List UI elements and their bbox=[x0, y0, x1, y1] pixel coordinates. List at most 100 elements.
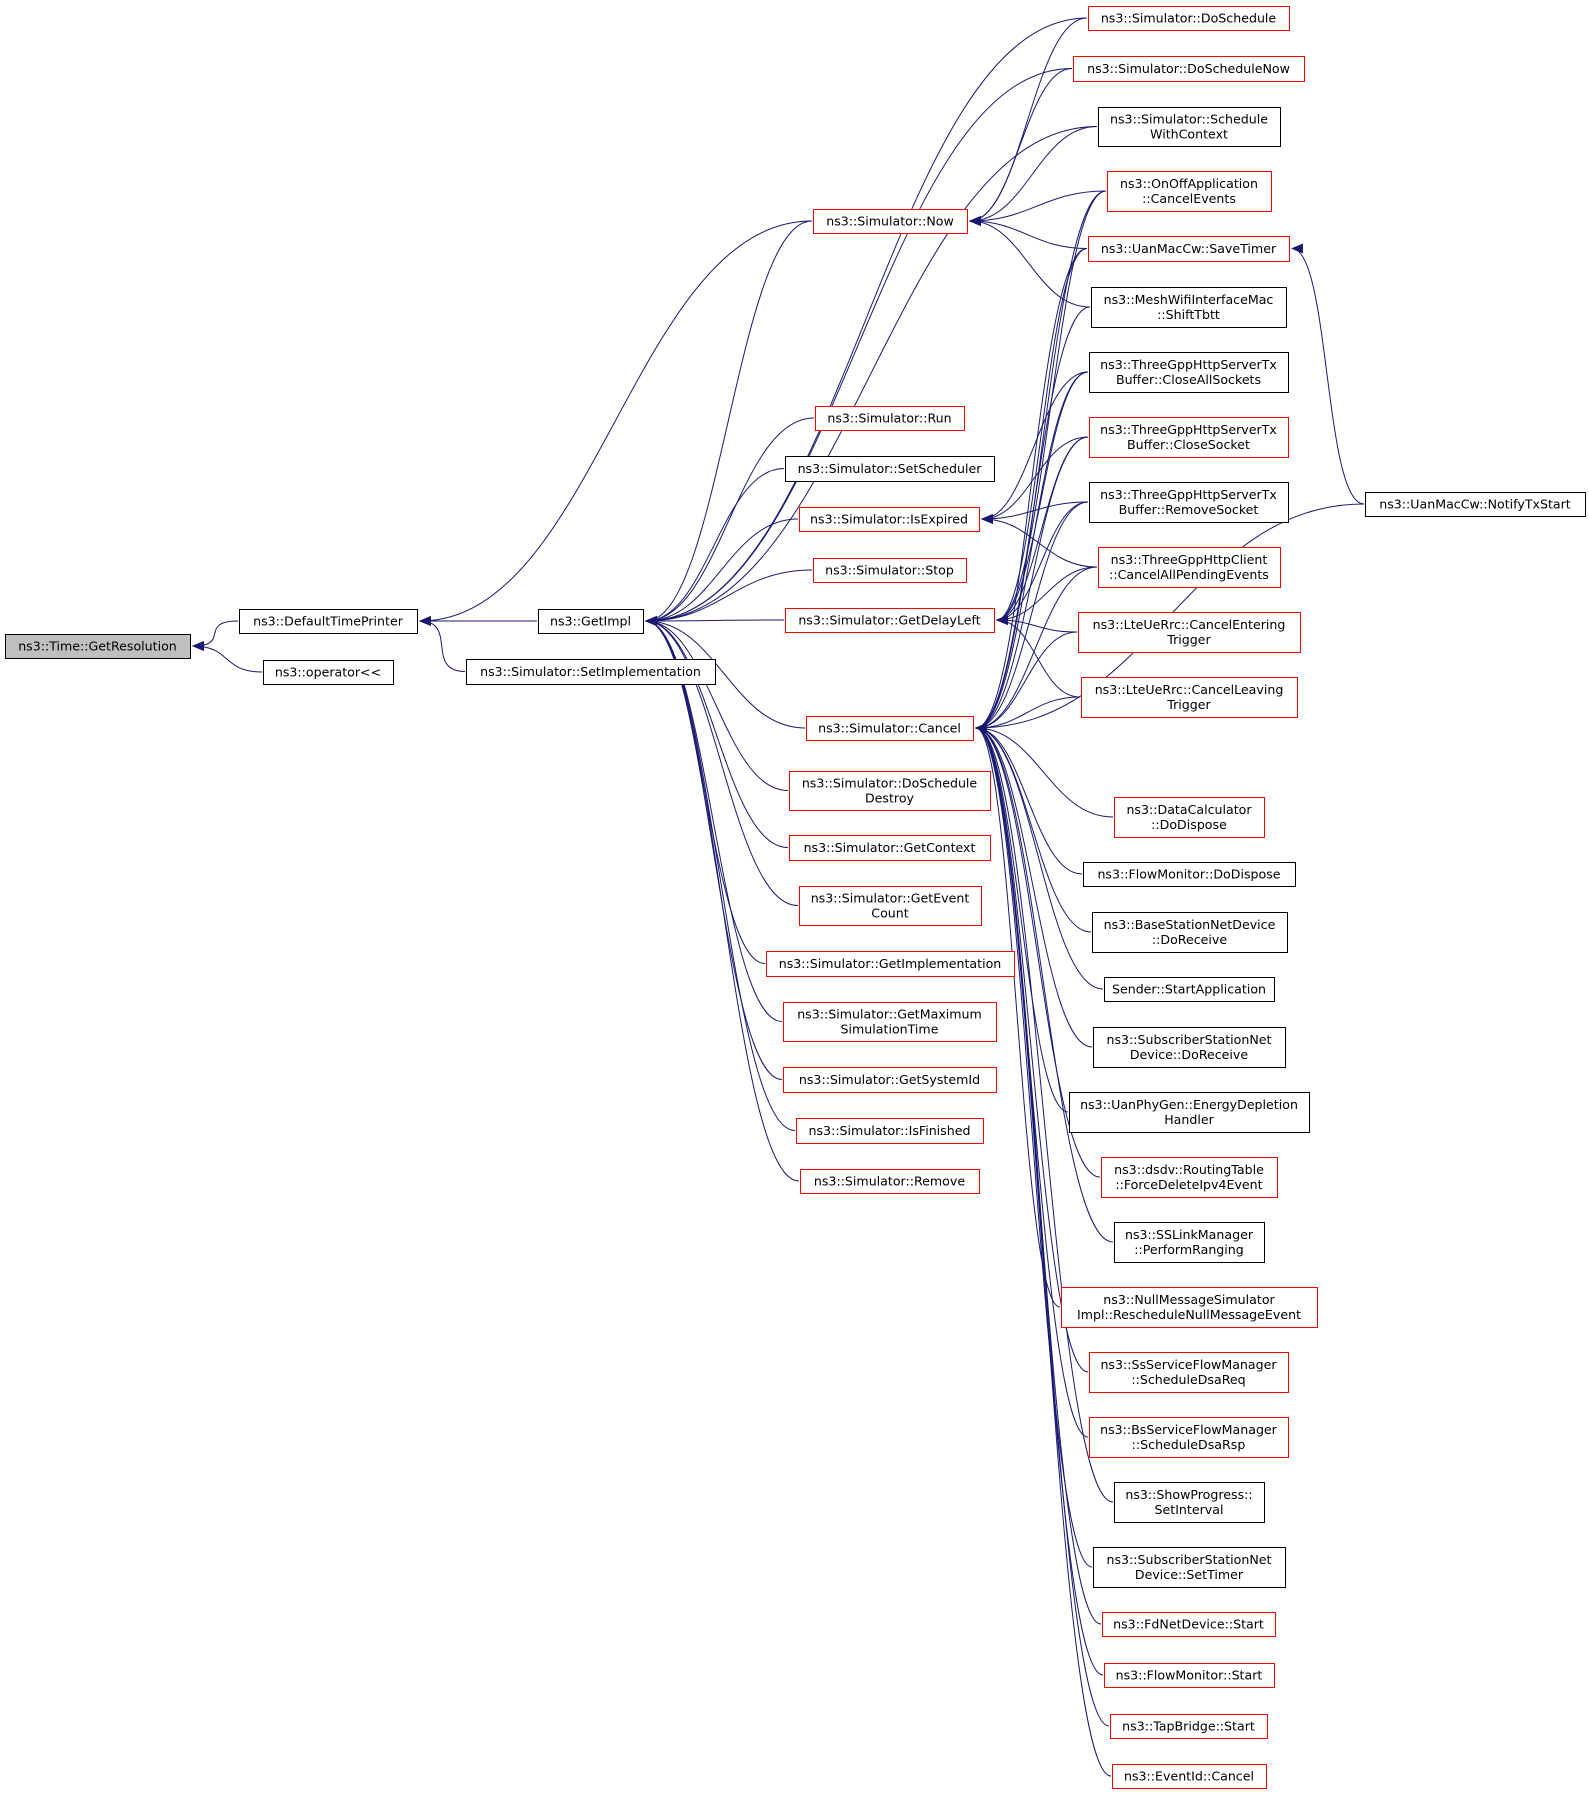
node-label: ns3::Time::GetResolution bbox=[18, 639, 177, 654]
node-tg-close-all[interactable]: ns3::ThreeGppHttpServerTxBuffer::CloseAl… bbox=[1089, 352, 1289, 393]
node-run[interactable]: ns3::Simulator::Run bbox=[815, 406, 965, 431]
edge-run-calls-get-impl bbox=[645, 417, 815, 626]
node-label: ns3::SubscriberStationNet bbox=[1107, 1032, 1272, 1047]
node-label: ns3::Simulator::GetDelayLeft bbox=[798, 613, 980, 628]
node-box bbox=[766, 951, 1015, 977]
edge-uan-notify-tx-calls-uan-save-timer bbox=[1291, 243, 1365, 505]
edge-flow-mon-dispose-calls-cancel bbox=[975, 723, 1083, 875]
node-box bbox=[1089, 352, 1289, 393]
node-mesh-shift-tbtt[interactable]: ns3::MeshWifiInterfaceMac::ShiftTbtt bbox=[1091, 287, 1287, 328]
node-label: Handler bbox=[1164, 1112, 1214, 1127]
node-tg-close-socket[interactable]: ns3::ThreeGppHttpServerTxBuffer::CloseSo… bbox=[1089, 417, 1289, 458]
node-bs-do-receive[interactable]: ns3::BaseStationNetDevice::DoReceive bbox=[1092, 912, 1288, 953]
node-flow-mon-start[interactable]: ns3::FlowMonitor::Start bbox=[1104, 1663, 1275, 1688]
node-label: ns3::Simulator::GetMaximum bbox=[797, 1007, 982, 1022]
node-get-delay-left[interactable]: ns3::Simulator::GetDelayLeft bbox=[785, 608, 995, 633]
node-default-printer[interactable]: ns3::DefaultTimePrinter bbox=[239, 609, 418, 634]
node-label: ns3::Simulator::GetEvent bbox=[811, 891, 970, 906]
node-label: ns3::Simulator::IsFinished bbox=[809, 1123, 971, 1138]
node-label: ns3::SsServiceFlowManager bbox=[1100, 1357, 1277, 1372]
node-set-scheduler[interactable]: ns3::Simulator::SetScheduler bbox=[785, 456, 995, 482]
node-label: Buffer::RemoveSocket bbox=[1119, 502, 1259, 517]
node-uan-notify-tx[interactable]: ns3::UanMacCw::NotifyTxStart bbox=[1365, 492, 1586, 517]
node-box bbox=[1104, 1663, 1275, 1688]
node-label: ns3::OnOffApplication bbox=[1120, 176, 1258, 191]
node-set-impl[interactable]: ns3::Simulator::SetImplementation bbox=[466, 659, 716, 685]
edge-mesh-shift-tbtt-calls-now bbox=[969, 216, 1091, 308]
edge-sender-start-calls-cancel bbox=[975, 723, 1104, 990]
node-get-implementation[interactable]: ns3::Simulator::GetImplementation bbox=[766, 951, 1015, 977]
edge-is-expired-calls-get-impl bbox=[645, 518, 799, 626]
node-label: ns3::ThreeGppHttpClient bbox=[1111, 552, 1268, 567]
node-dsdv-force-del[interactable]: ns3::dsdv::RoutingTable::ForceDeleteIpv4… bbox=[1101, 1157, 1278, 1198]
edge-set-impl-calls-default-printer bbox=[419, 616, 466, 672]
node-cancel[interactable]: ns3::Simulator::Cancel bbox=[806, 716, 974, 741]
node-label: Count bbox=[871, 906, 908, 921]
node-ss-set-timer[interactable]: ns3::SubscriberStationNetDevice::SetTime… bbox=[1093, 1547, 1286, 1588]
node-get-system-id[interactable]: ns3::Simulator::GetSystemId bbox=[783, 1067, 997, 1093]
edge-cancel-calls-get-impl bbox=[645, 616, 806, 729]
node-label: ns3::ThreeGppHttpServerTx bbox=[1100, 487, 1277, 502]
node-ss-link-ranging[interactable]: ns3::SSLinkManager::PerformRanging bbox=[1114, 1222, 1265, 1263]
node-box bbox=[1114, 1482, 1265, 1523]
node-operator-ll[interactable]: ns3::operator<< bbox=[263, 660, 394, 685]
node-label: ns3::MeshWifiInterfaceMac bbox=[1104, 292, 1274, 307]
edge-operator-ll-calls-root bbox=[192, 641, 263, 673]
node-label: ns3::LteUeRrc::CancelEntering bbox=[1093, 617, 1286, 632]
node-on-off-cancel[interactable]: ns3::OnOffApplication::CancelEvents bbox=[1107, 171, 1272, 212]
node-fd-net-start[interactable]: ns3::FdNetDevice::Start bbox=[1102, 1612, 1276, 1637]
edge-do-schedule-now-calls-now bbox=[969, 68, 1073, 226]
node-box bbox=[1061, 1287, 1318, 1328]
node-label: ns3::UanPhyGen::EnergyDepletion bbox=[1080, 1097, 1298, 1112]
node-get-impl[interactable]: ns3::GetImpl bbox=[538, 609, 644, 634]
node-is-expired[interactable]: ns3::Simulator::IsExpired bbox=[799, 507, 980, 532]
node-label: ns3::Simulator::GetContext bbox=[804, 840, 976, 855]
node-uan-save-timer[interactable]: ns3::UanMacCw::SaveTimer bbox=[1088, 236, 1290, 262]
nodes-layer: ns3::Time::GetResolution ns3::DefaultTime… bbox=[5, 6, 1586, 1789]
edge-now-calls-default-printer bbox=[419, 220, 813, 626]
node-tg-client-cancel[interactable]: ns3::ThreeGppHttpClient::CancelAllPendin… bbox=[1098, 547, 1281, 588]
node-label: Buffer::CloseAllSockets bbox=[1116, 372, 1261, 387]
node-box bbox=[806, 716, 974, 741]
node-bs-sched-dsa-rsp[interactable]: ns3::BsServiceFlowManager::ScheduleDsaRs… bbox=[1089, 1417, 1289, 1458]
node-is-finished[interactable]: ns3::Simulator::IsFinished bbox=[796, 1118, 984, 1144]
node-sender-start[interactable]: Sender::StartApplication bbox=[1104, 977, 1275, 1002]
node-box bbox=[1092, 912, 1288, 953]
node-flow-mon-dispose[interactable]: ns3::FlowMonitor::DoDispose bbox=[1083, 862, 1296, 887]
node-ss-sched-dsa-req[interactable]: ns3::SsServiceFlowManager::ScheduleDsaRe… bbox=[1089, 1352, 1289, 1393]
edge-event-id-cancel-calls-cancel bbox=[975, 723, 1112, 1777]
node-tap-bridge-start[interactable]: ns3::TapBridge::Start bbox=[1110, 1714, 1268, 1739]
node-data-calc-dispose[interactable]: ns3::DataCalculator::DoDispose bbox=[1114, 797, 1265, 838]
node-do-schedule[interactable]: ns3::Simulator::DoSchedule bbox=[1088, 6, 1290, 31]
node-box bbox=[1093, 1027, 1286, 1068]
node-event-id-cancel[interactable]: ns3::EventId::Cancel bbox=[1112, 1764, 1267, 1789]
node-ss-do-receive[interactable]: ns3::SubscriberStationNetDevice::DoRecei… bbox=[1093, 1027, 1286, 1068]
node-do-schedule-now[interactable]: ns3::Simulator::DoScheduleNow bbox=[1073, 56, 1305, 82]
node-label: ns3::FlowMonitor::DoDispose bbox=[1097, 867, 1280, 882]
node-remove[interactable]: ns3::Simulator::Remove bbox=[800, 1169, 980, 1194]
node-root[interactable]: ns3::Time::GetResolution bbox=[5, 634, 191, 659]
edge-remove-calls-get-impl bbox=[645, 616, 800, 1182]
node-box bbox=[813, 558, 967, 583]
node-box bbox=[789, 771, 991, 811]
node-label: Device::SetTimer bbox=[1135, 1567, 1244, 1582]
node-stop[interactable]: ns3::Simulator::Stop bbox=[813, 558, 967, 583]
node-box bbox=[466, 659, 716, 685]
node-label: ns3::Simulator::Schedule bbox=[1110, 112, 1268, 127]
node-get-context[interactable]: ns3::Simulator::GetContext bbox=[789, 835, 991, 861]
node-label: ns3::Simulator::GetSystemId bbox=[799, 1072, 980, 1087]
node-null-msg-resched[interactable]: ns3::NullMessageSimulatorImpl::Reschedul… bbox=[1061, 1287, 1318, 1328]
node-label: ns3::SubscriberStationNet bbox=[1107, 1552, 1272, 1567]
node-now[interactable]: ns3::Simulator::Now bbox=[813, 209, 968, 234]
node-tg-remove-socket[interactable]: ns3::ThreeGppHttpServerTxBuffer::RemoveS… bbox=[1089, 482, 1289, 523]
node-show-progress[interactable]: ns3::ShowProgress::SetInterval bbox=[1114, 1482, 1265, 1523]
edge-data-calc-dispose-calls-cancel bbox=[975, 723, 1114, 818]
